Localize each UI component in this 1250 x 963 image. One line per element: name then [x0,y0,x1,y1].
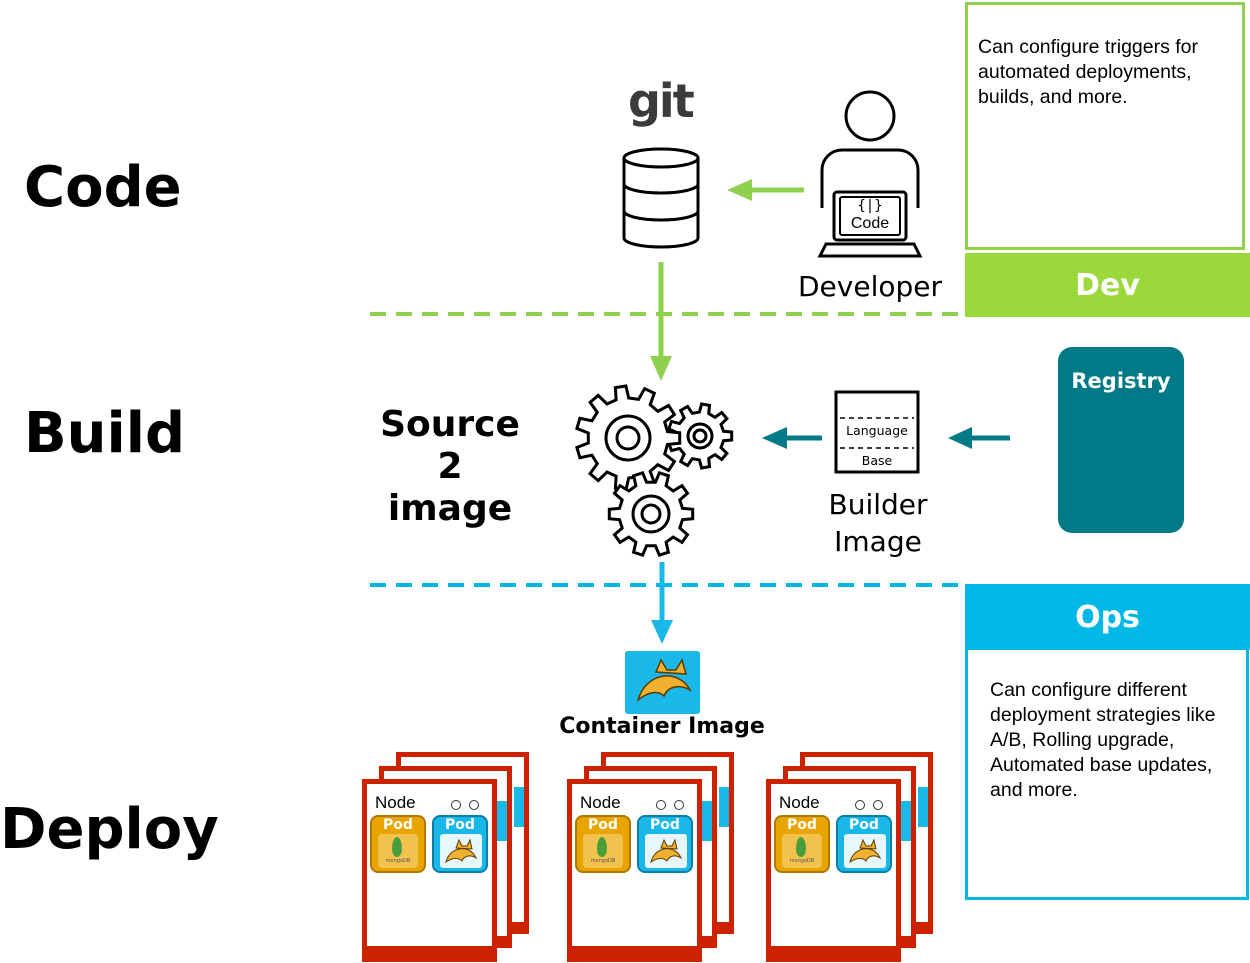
registry-title: Registry [1071,369,1171,393]
builder-language-label: Language [846,423,908,438]
pod-label: Pod [650,817,680,833]
ops-title-bar: Ops [965,584,1250,650]
s2i-line-3: image [387,488,513,529]
laptop-code-label: Code [850,215,890,232]
gear-small-hub-1 [692,428,708,444]
ops-description: Can configure different deployment strat… [990,679,1216,801]
node-card-stripe [719,787,729,827]
developer-icon [817,90,923,258]
gear-large-hub-1 [615,425,641,451]
pod-label: Pod [445,817,475,833]
mongodb-leaf [796,837,806,857]
mongodb-caption: mongoDB [590,858,616,864]
git-logo: git [628,74,695,128]
mongodb-leaf [597,837,607,857]
pod-mongodb: Pod mongoDB [575,815,631,873]
node-status-dot [656,800,666,810]
gears-icon [575,384,734,558]
dev-title: Dev [1075,267,1140,303]
tomcat-icon [645,834,687,868]
tomcat-icon [440,834,482,868]
registry-panel: Registry [1058,347,1184,533]
arrow-git-to-build [650,262,672,381]
stage-label-build: Build [24,401,186,466]
node-card-stripe [702,801,712,841]
stage-label-deploy: Deploy [0,797,219,862]
container-image-label: Container Image [559,714,765,739]
node-card-stripe [497,801,507,841]
pod-label: Pod [787,817,817,833]
node-status-dot [469,800,479,810]
gear-bottom-hub-1 [640,503,662,525]
node-card-stripe [918,787,928,827]
node-label: Node [580,793,621,812]
node-status-dot [451,800,461,810]
node-status-dot [855,800,865,810]
ops-description-box: Can configure different deployment strat… [965,650,1249,900]
builder-image-icon [834,390,920,474]
s2i-label: Source 2 image [360,404,540,530]
arrow-registry-to-builder [948,427,1010,449]
builder-base-label: Base [861,453,893,468]
container-image-icon [625,651,700,714]
dev-title-bar: Dev [965,253,1250,317]
builder-caption-line-2: Image [834,525,922,558]
pod-tomcat: Pod [836,815,892,873]
laptop-code-symbol: {|} [857,198,883,214]
ops-title: Ops [1075,599,1140,635]
stage-label-code: Code [24,155,182,220]
pod-mongodb: Pod mongoDB [774,815,830,873]
node-status-dot [674,800,684,810]
pod-label: Pod [588,817,618,833]
pod-mongodb: Pod mongoDB [370,815,426,873]
arrow-build-to-container [651,562,673,644]
node-card-stripe [514,787,524,827]
mongodb-caption: mongoDB [789,858,815,864]
pod-label: Pod [849,817,879,833]
s2i-line-1: Source [380,404,520,445]
pod-label: Pod [383,817,413,833]
pod-tomcat: Pod [637,815,693,873]
node-status-dot [873,800,883,810]
arrow-developer-to-git [727,179,804,201]
node-label: Node [375,793,416,812]
s2i-line-2: 2 [437,446,463,487]
builder-caption-line-1: Builder [828,488,928,521]
pod-tomcat: Pod [432,815,488,873]
arrow-builder-to-build [762,427,822,449]
mongodb-caption: mongoDB [385,858,411,864]
node-label: Node [779,793,820,812]
node-card-stripe [901,801,911,841]
developer-label: Developer [797,270,942,303]
git-database-icon [622,147,700,249]
mongodb-leaf [392,837,402,857]
dev-description: Can configure triggers for automated dep… [978,36,1199,108]
dev-description-box: Can configure triggers for automated dep… [965,2,1245,250]
builder-image-caption: Builder Image [798,486,958,560]
tomcat-icon [844,834,886,868]
